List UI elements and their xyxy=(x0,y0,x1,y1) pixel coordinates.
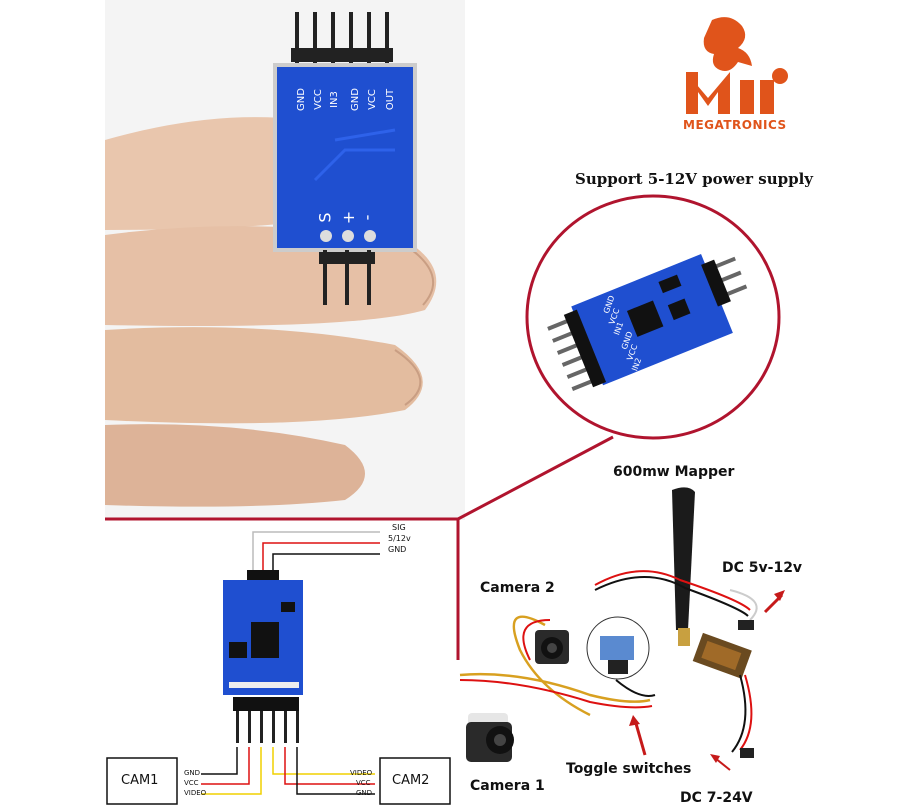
headline: Support 5-12V power supply xyxy=(575,170,813,188)
cam1-label: CAM1 xyxy=(121,773,159,788)
toggle-switches-label: Toggle switches xyxy=(566,761,692,777)
cam1-wire-video: VIDEO xyxy=(184,789,207,797)
cam2-wire-gnd: GND xyxy=(356,789,373,797)
brand-logo xyxy=(680,12,800,137)
signal-label-power: 5/12v xyxy=(388,534,411,543)
cam2-wire-vcc: VCC xyxy=(356,779,371,787)
camera1-label: Camera 1 xyxy=(470,778,545,794)
mapper-label: 600mw Mapper xyxy=(613,464,735,480)
brand-name: MEGATRONICS xyxy=(683,118,787,132)
hand-photo xyxy=(105,0,465,520)
camera2-label: Camera 2 xyxy=(480,580,555,596)
setup-photo xyxy=(440,470,919,808)
cam1-wire-gnd: GND xyxy=(184,769,201,777)
zoom-circle xyxy=(523,192,783,442)
signal-label-gnd: GND xyxy=(388,545,407,554)
dc-bottom-label: DC 7-24V xyxy=(680,790,753,806)
wiring-diagram xyxy=(105,522,455,808)
cam2-label: CAM2 xyxy=(392,773,430,788)
signal-label-sig: SIG xyxy=(392,523,406,532)
cam1-wire-vcc: VCC xyxy=(184,779,199,787)
dc-top-label: DC 5v-12v xyxy=(722,560,803,576)
cam2-wire-video: VIDEO xyxy=(350,769,373,777)
